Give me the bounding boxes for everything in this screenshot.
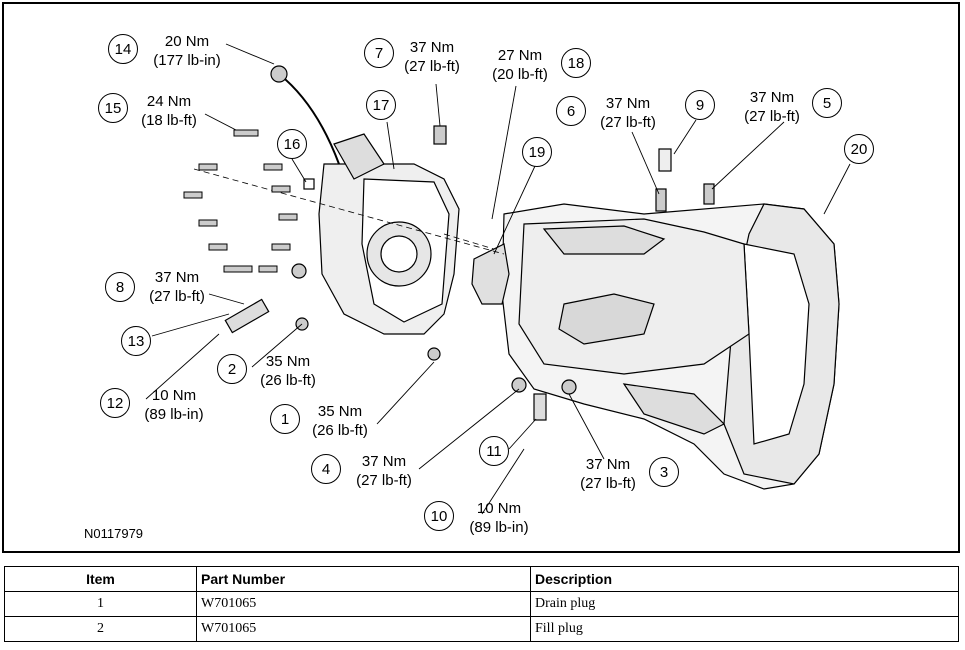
figure-id: N0117979 — [84, 526, 144, 541]
header-description: Description — [530, 566, 959, 592]
callout-5: 5 — [812, 88, 842, 118]
parts-table: Item Part Number Description 1 W701065 D… — [4, 566, 959, 642]
callout-16: 16 — [277, 129, 307, 159]
table-header-row: Item Part Number Description — [4, 566, 959, 592]
cell-description: Drain plug — [530, 591, 959, 617]
callout-2: 2 — [217, 354, 247, 384]
callout-8: 8 — [105, 272, 135, 302]
torque-label-12: 10 Nm (89 lb-in) — [144, 387, 204, 423]
cell-item: 1 — [4, 591, 197, 617]
cell-part-number: W701065 — [196, 616, 531, 642]
callout-15: 15 — [98, 93, 128, 123]
callout-4: 4 — [311, 454, 341, 484]
callout-19: 19 — [522, 137, 552, 167]
callout-13: 13 — [121, 326, 151, 356]
cell-item: 2 — [4, 616, 197, 642]
torque-label-5: 37 Nm (27 lb-ft) — [744, 89, 800, 125]
torque-label-7: 37 Nm (27 lb-ft) — [404, 39, 460, 75]
header-part-number: Part Number — [196, 566, 531, 592]
callout-6: 6 — [556, 96, 586, 126]
callout-20: 20 — [844, 134, 874, 164]
callout-18: 18 — [561, 48, 591, 78]
torque-label-15: 24 Nm (18 lb-ft) — [141, 93, 197, 129]
torque-label-6: 37 Nm (27 lb-ft) — [600, 95, 656, 131]
table-row: 1 W701065 Drain plug — [4, 591, 959, 617]
callout-12: 12 — [100, 388, 130, 418]
callout-10: 10 — [424, 501, 454, 531]
callout-17: 17 — [366, 90, 396, 120]
callout-9: 9 — [685, 90, 715, 120]
torque-label-4: 37 Nm (27 lb-ft) — [356, 453, 412, 489]
callout-3: 3 — [649, 457, 679, 487]
transmission-drawing — [145, 43, 851, 515]
table-row: 2 W701065 Fill plug — [4, 616, 959, 642]
exploded-view-diagram: 14 15 16 7 17 18 19 6 9 5 20 8 13 2 12 1… — [2, 2, 960, 553]
torque-label-14: 20 Nm (177 lb-in) — [153, 33, 221, 69]
cell-description: Fill plug — [530, 616, 959, 642]
callout-7: 7 — [364, 38, 394, 68]
callout-14: 14 — [108, 34, 138, 64]
torque-label-3: 37 Nm (27 lb-ft) — [580, 456, 636, 492]
callout-1: 1 — [270, 404, 300, 434]
torque-label-18: 27 Nm (20 lb-ft) — [492, 47, 548, 83]
torque-label-10: 10 Nm (89 lb-in) — [469, 500, 529, 536]
header-item: Item — [4, 566, 197, 592]
torque-label-2: 35 Nm (26 lb-ft) — [260, 353, 316, 389]
cell-part-number: W701065 — [196, 591, 531, 617]
callout-11: 11 — [479, 436, 509, 466]
torque-label-1: 35 Nm (26 lb-ft) — [312, 403, 368, 439]
torque-label-8: 37 Nm (27 lb-ft) — [149, 269, 205, 305]
